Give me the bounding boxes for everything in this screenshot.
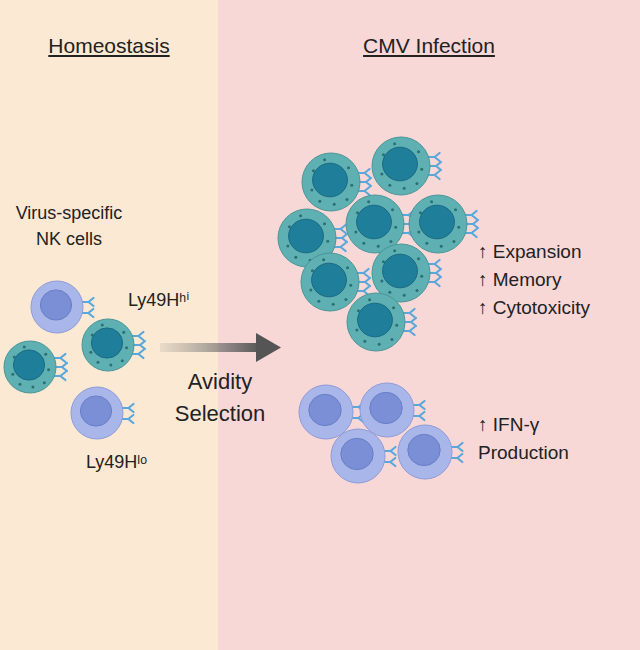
nk-cell xyxy=(302,153,371,211)
nk-cell xyxy=(299,385,364,439)
nk-cell xyxy=(82,319,145,371)
process-label: Avidity Selection xyxy=(163,366,277,430)
outcome-label: ↑ Memory xyxy=(478,266,628,294)
selection-arrow xyxy=(160,333,281,362)
nk-cell xyxy=(372,244,441,302)
region-panel: CMV Infection xyxy=(218,0,640,650)
nk-cell xyxy=(409,195,478,253)
region-panel: Homeostasis xyxy=(0,0,218,650)
nk-cell xyxy=(372,137,441,195)
cell-group-label: Virus-specific NK cells xyxy=(3,200,135,252)
outcome-label: ↑ Expansion xyxy=(478,238,628,266)
nk-cell xyxy=(4,341,67,393)
cell-type-label: Ly49Hʰⁱ xyxy=(128,287,208,313)
nk-cell xyxy=(347,293,416,351)
nk-cell xyxy=(360,383,425,437)
nk-cell xyxy=(331,429,396,483)
nk-cell xyxy=(278,209,347,267)
nk-cell xyxy=(31,281,94,333)
nk-cell xyxy=(301,253,370,311)
nk-cell xyxy=(71,387,134,439)
outcome-label: ↑ Cytotoxicity xyxy=(478,294,634,322)
cell-type-label: Ly49Hˡᵒ xyxy=(86,449,166,475)
panel-heading: CMV Infection xyxy=(218,34,640,58)
outcome-label: ↑ IFN-γ Production xyxy=(478,411,590,466)
nk-cell xyxy=(398,425,463,479)
panel-heading: Homeostasis xyxy=(0,34,218,58)
nk-cell xyxy=(346,195,415,253)
